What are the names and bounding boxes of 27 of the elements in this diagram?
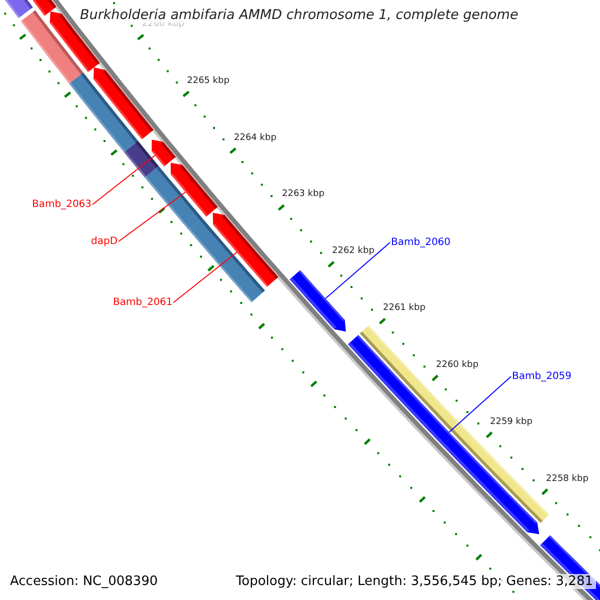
gene-label: Bamb_2060	[391, 237, 451, 248]
leader-line	[325, 242, 390, 299]
leader-line	[118, 192, 186, 242]
gene-label: Bamb_2063	[32, 199, 92, 210]
scale-label: 2259 kbp	[490, 417, 532, 427]
gene-label: Bamb_2059	[512, 371, 572, 382]
scale-label: 2264 kbp	[234, 133, 276, 143]
scale-label: 2266 kbp	[142, 19, 184, 29]
scale-label: 2258 kbp	[546, 474, 588, 484]
scale-label: 2262 kbp	[332, 246, 374, 256]
scale-label: 2265 kbp	[187, 76, 230, 86]
leader-line	[92, 154, 156, 205]
accession-text: Accession: NC_008390	[10, 574, 158, 589]
feature-bar	[188, 218, 265, 302]
feature-bar	[69, 72, 138, 152]
feature-bar	[3, 0, 33, 18]
gene-feature	[33, 0, 56, 16]
scale-label: 2261 kbp	[383, 303, 426, 313]
leader-line	[173, 252, 238, 303]
scale-label: 2263 kbp	[282, 189, 324, 199]
scale-label: 2260 kbp	[436, 360, 478, 370]
leader-line	[448, 376, 512, 433]
feature-bar	[144, 166, 202, 230]
genome-info-text: Topology: circular; Length: 3,556,545 bp; Genes: 3,281	[232, 574, 596, 589]
gene-label: Bamb_2061	[113, 297, 173, 308]
gene-label: dapD	[91, 236, 118, 247]
gene-feature	[290, 270, 346, 332]
